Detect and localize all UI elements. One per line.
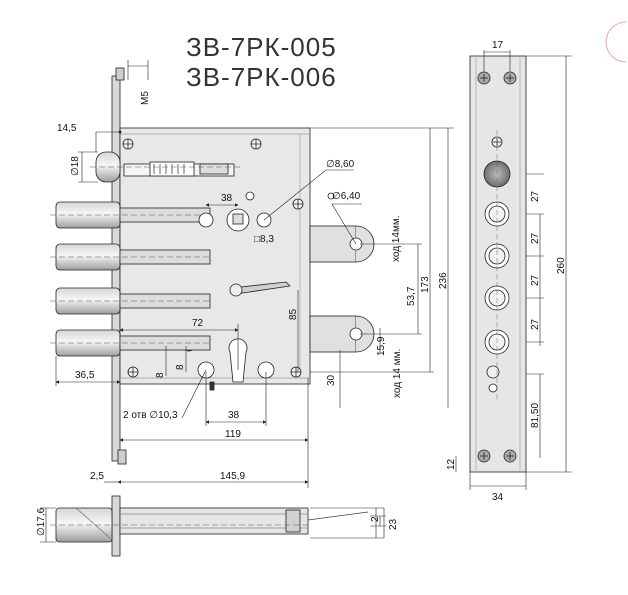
label-d8-60: ∅8,60 [326,159,355,170]
side-dimensions [40,507,386,543]
front-view [50,67,375,465]
label-holes: 2 отв ∅10,3 [123,410,178,421]
model-title-2: ЗВ-7РК-006 [186,62,337,92]
label-27b: 27 [530,232,541,244]
label-72: 72 [192,318,204,329]
label-23: 23 [388,518,399,530]
label-stroke-top: ход 14мм. [391,216,402,263]
label-m5: M5 [140,91,151,105]
label-d6-40: ∅6,40 [332,191,361,202]
label-36-5: 36,5 [75,370,95,381]
label-38-bottom: 38 [228,410,240,421]
model-title-1: ЗВ-7РК-005 [186,32,337,62]
label-12: 12 [446,458,457,470]
faceplate-view [469,55,527,473]
label-236: 236 [438,272,449,289]
label-8a: 8 [155,372,166,378]
label-17: 17 [492,40,504,51]
label-34: 34 [492,492,504,503]
label-173: 173 [420,276,431,293]
label-81-50: 81,50 [530,403,541,428]
label-260: 260 [556,257,567,274]
label-119: 119 [225,429,241,440]
corner-arc [605,21,627,63]
side-view [50,495,369,557]
label-2: 2 [370,516,381,522]
label-53-7: 53,7 [406,286,417,306]
label-38-top: 38 [221,193,233,204]
label-d18: ∅18 [70,156,81,176]
label-d17-6: ∅17,6 [36,507,47,536]
label-85: 85 [288,308,299,320]
front-dimensions [55,60,454,488]
label-27d: 27 [530,318,541,330]
label-stroke-bottom: ход 14 мм. [392,349,403,398]
label-2-5: 2,5 [90,471,104,482]
dimension-labels: 14,5 ∅18 M5 ∅8,60 ∅6,40 38 □8,3 ход 14мм… [36,40,567,536]
label-15-9: 15,9 [376,336,387,356]
right-latches [309,225,375,353]
label-8b: 8 [175,364,186,370]
label-14-5: 14,5 [57,123,77,134]
label-145-9: 145,9 [220,471,245,482]
label-27c: 27 [530,274,541,286]
faceplate-dimensions [455,50,572,490]
label-27a: 27 [530,190,541,202]
label-30: 30 [326,374,337,386]
label-sq-8-3: □8,3 [254,234,274,245]
